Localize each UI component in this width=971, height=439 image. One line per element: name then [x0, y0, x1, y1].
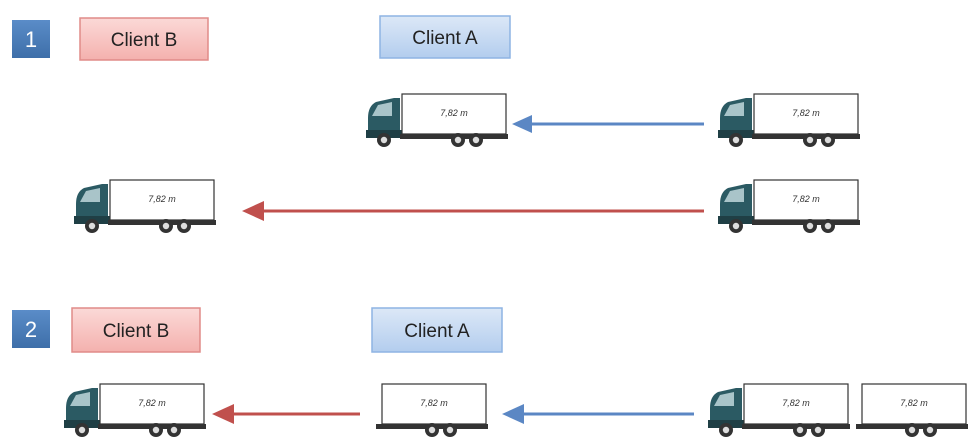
client-b-label-box: [71, 307, 201, 353]
scenario-number: 1: [25, 27, 37, 52]
client-b-label: Client B: [111, 30, 178, 51]
truck-length-label: 7,82 m: [792, 194, 820, 204]
client-a-label: Client A: [412, 28, 478, 49]
truck-at-client-a: 7,82 m: [365, 93, 509, 148]
client-b-label: Client B: [103, 321, 170, 342]
arrow-blue-to-client-a: [502, 404, 694, 424]
truck-origin: 7,82 m: [707, 383, 851, 438]
truck-origin-row-2: 7,82 m: [717, 179, 861, 234]
trailer-length-label: 7,82 m: [900, 398, 928, 408]
arrow-blue-to-client-a: [512, 115, 704, 133]
scenario-number-box: [12, 20, 50, 58]
client-b-label-box: [79, 17, 209, 61]
truck-length-label: 7,82 m: [148, 194, 176, 204]
truck-at-client-b: 7,82 m: [63, 383, 207, 438]
trailer-at-client-a: 7,82 m: [375, 383, 489, 438]
client-a-label: Client A: [404, 321, 470, 342]
truck-length-label: 7,82 m: [782, 398, 810, 408]
scenario-number-box: [12, 310, 50, 348]
truck-at-client-b: 7,82 m: [73, 179, 217, 234]
trailer-origin: 7,82 m: [855, 383, 969, 438]
arrow-red-to-client-b: [212, 404, 360, 424]
truck-origin-row-1: 7,82 m: [717, 93, 861, 148]
truck-length-label: 7,82 m: [138, 398, 166, 408]
scenario-1: 1 Client B Client A 7,82 m 7,82 m 7,82 m: [12, 15, 861, 234]
client-a-label-box: [379, 15, 511, 59]
scenario-2: 2 Client B Client A 7,82 m 7,82 m 7,82 m: [12, 307, 969, 438]
arrow-red-to-client-b: [242, 201, 704, 221]
truck-length-label: 7,82 m: [440, 108, 468, 118]
truck-length-label: 7,82 m: [792, 108, 820, 118]
trailer-length-label: 7,82 m: [420, 398, 448, 408]
scenario-number: 2: [25, 317, 37, 342]
client-a-label-box: [371, 307, 503, 353]
